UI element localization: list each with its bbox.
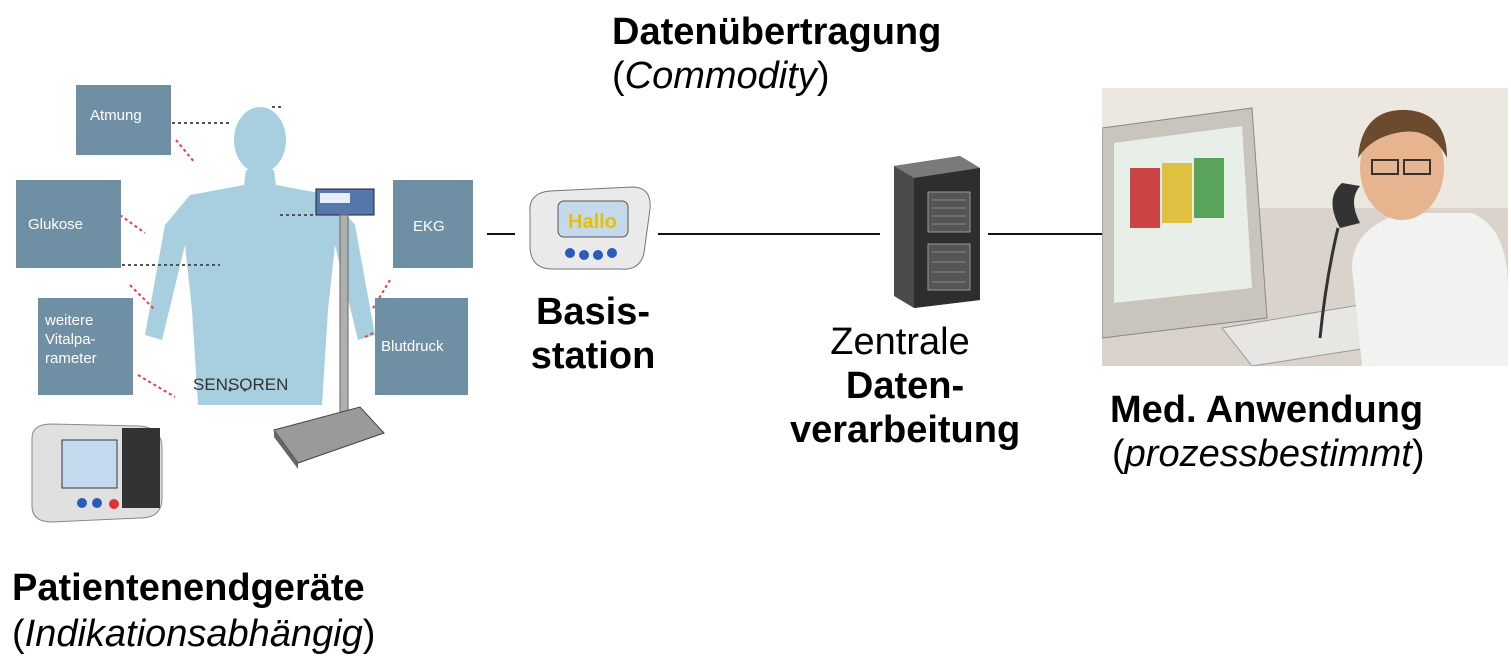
doctor-photo [1102,88,1508,366]
sensor-glukose: Glukose [16,180,121,268]
base-station-label-line2: station [530,335,656,377]
sensoren-label: SENSOREN [193,375,289,394]
sensor-blutdruck-label: Blutdruck [381,338,444,355]
patient-devices-title: Patientenendgeräte [12,567,365,609]
svg-text:Hallo: Hallo [568,211,617,233]
central-processing-label: Zentrale Daten- verarbeitung [740,320,1021,452]
central-processing-label-line2: Daten- [845,365,965,407]
transfer-title: Datenübertragung (Commodity) [612,10,941,98]
medical-application-title: Med. Anwendung [1110,389,1424,431]
sensor-weitere-line3: rameter [45,350,97,367]
patient-devices-label: Patientenendgeräte (Indikationsabhängig) [12,566,375,656]
connector-line-1 [487,233,515,235]
patient-devices-sub: (Indikationsabhängig) [12,613,376,655]
sensor-ekg: EKG [393,180,473,268]
sensor-blutdruck: Blutdruck [375,298,468,395]
sensor-glukose-label: Glukose [28,216,84,233]
sensor-panel: Atmung Glukose EKG weitere Vitalpa- rame… [10,85,480,405]
medical-application-label: Med. Anwendung (prozessbestimmt) [1110,388,1425,476]
sensor-weitere-line1: weitere [45,312,94,329]
blood-pressure-monitor-icon [31,423,163,523]
transfer-title-sub: (Commodity) [612,55,830,97]
base-station-label-line1: Basis- [535,291,651,333]
base-station-icon: Hallo [529,186,651,270]
connector-line-3 [988,233,1103,235]
sensor-weitere: weitere Vitalpa- rameter [38,298,133,395]
central-processing-label-line1: Zentrale [830,321,970,363]
sensor-atmung-label: Atmung [90,107,142,124]
connector-line-2 [658,233,880,235]
body-scale-icon [273,188,385,469]
server-tower-icon [894,156,980,308]
base-station-label: Basis- station [513,290,673,378]
human-silhouette-icon [110,106,391,405]
medical-application-sub: (prozessbestimmt) [1112,433,1425,475]
sensor-ekg-label: EKG [413,218,445,235]
transfer-title-main: Datenübertragung [612,11,942,53]
sensor-weitere-line2: Vitalpa- [45,331,96,348]
sensor-atmung: Atmung [76,85,171,155]
central-processing-label-line3: verarbeitung [790,409,1021,451]
